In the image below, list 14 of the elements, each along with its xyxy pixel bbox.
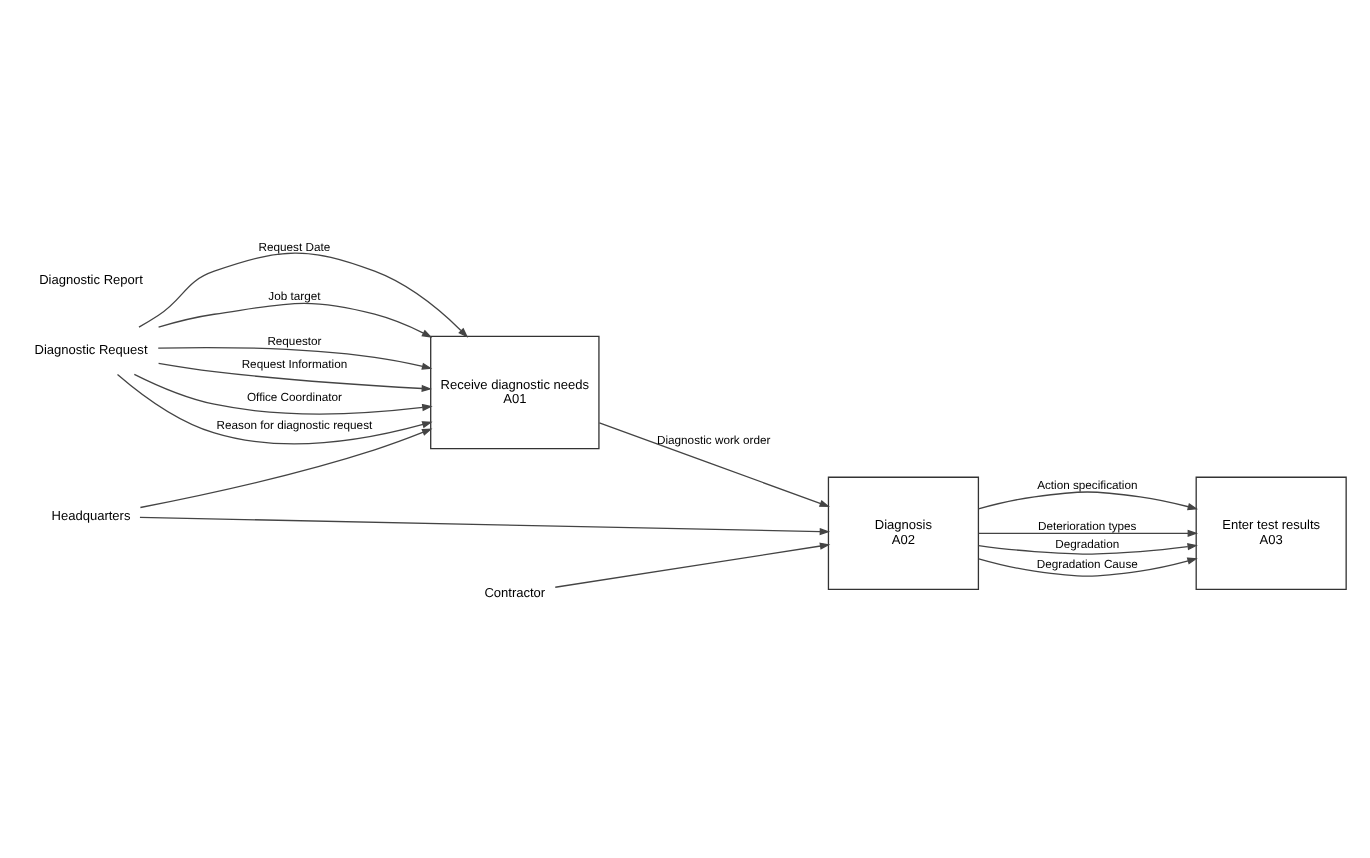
arrow bbox=[977, 529, 1199, 537]
arrow bbox=[978, 543, 1198, 555]
arrow bbox=[116, 373, 433, 445]
arrow bbox=[138, 252, 469, 338]
arrow bbox=[133, 373, 433, 415]
arrow bbox=[157, 362, 433, 393]
arrow bbox=[157, 346, 433, 370]
arrow bbox=[157, 302, 433, 338]
arrow bbox=[598, 422, 830, 507]
arrow bbox=[139, 516, 831, 536]
arrow bbox=[139, 428, 433, 509]
arrow bbox=[977, 491, 1199, 511]
arrow bbox=[978, 557, 1198, 577]
arrow bbox=[554, 542, 831, 588]
